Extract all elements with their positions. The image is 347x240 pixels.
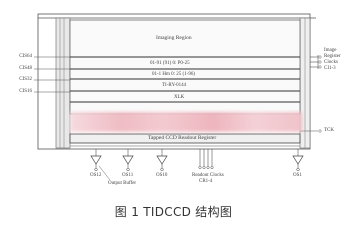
right-label-2: Register	[324, 54, 341, 59]
left-label-1: CIS64	[19, 54, 32, 59]
readout-clocks-sub-label: CR1-4	[199, 179, 213, 184]
output-buffer-3	[156, 155, 168, 165]
region-label-4: XLK	[174, 95, 185, 100]
output-buffer-2	[122, 155, 134, 165]
diagram-drawing	[34, 13, 322, 181]
output-label-3: OS10	[156, 173, 168, 178]
region-label-1: 01-91 (91) 0: P0-25	[150, 61, 190, 66]
watermark-band	[70, 112, 302, 132]
tck-label: TCK	[324, 128, 334, 133]
region-label-2: 01-1 Hm 0: 25 (1-96)	[152, 72, 196, 77]
imaging-region-label: Imaging Region	[156, 35, 192, 41]
readout-register-label: Tapped CCD Readout Register	[148, 135, 217, 141]
left-label-2: CIS48	[19, 66, 32, 71]
output-label-2: OS11	[122, 173, 134, 178]
readout-clocks-label: Readout Clocks	[192, 173, 224, 178]
figure-caption: 图 1 TIDCCD 结构图	[114, 205, 233, 219]
right-label-1: Image	[324, 48, 337, 53]
right-label-3: Clocks	[324, 60, 338, 65]
region-label-3: TI-RY-0144	[162, 83, 187, 88]
readout-register	[69, 133, 301, 144]
tidccd-diagram: CIS64 CIS48 CIS32 CIS16 Image Register C…	[19, 13, 341, 219]
output-buffer-label: Output Buffer	[108, 181, 137, 186]
imaging-region	[69, 19, 301, 115]
output-label-1: OS12	[90, 173, 102, 178]
left-label-4: CIS16	[19, 89, 32, 94]
output-buffer-4	[292, 155, 304, 165]
output-label-4: OS1	[293, 173, 302, 178]
left-label-3: CIS32	[19, 77, 32, 82]
left-gutter	[55, 17, 71, 149]
output-buffer-1	[90, 155, 102, 165]
right-label-4: CI1-3	[324, 66, 336, 71]
